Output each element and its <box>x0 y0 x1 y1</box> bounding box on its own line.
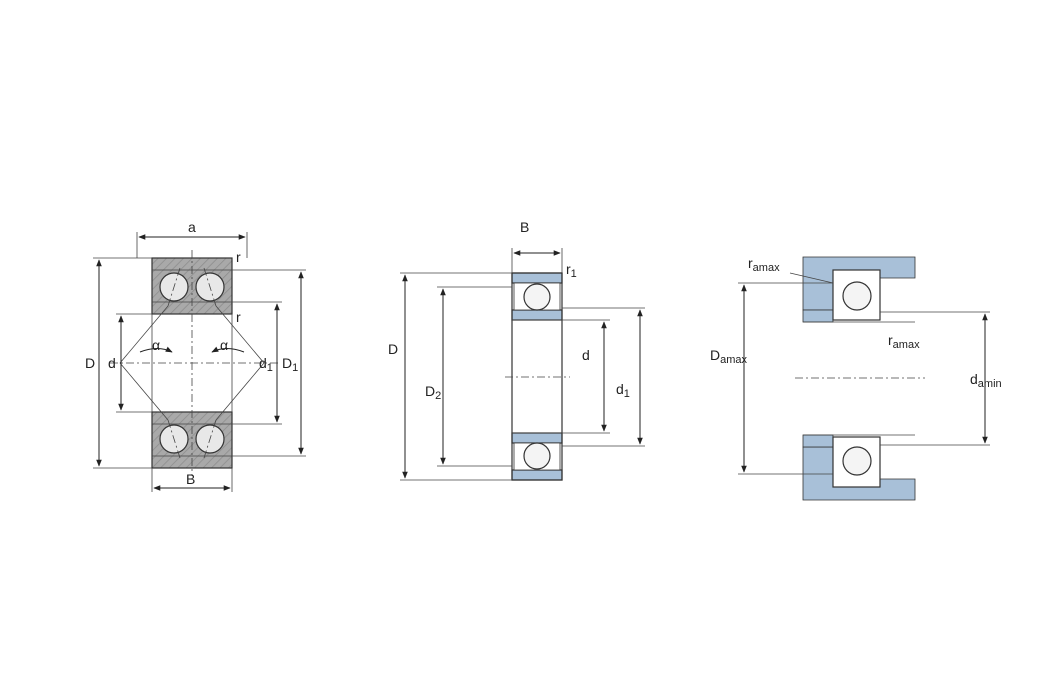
single-row-bearing-drawing: B r1 D D2 d d1 <box>388 219 645 481</box>
shaft-section-top <box>802 309 834 323</box>
label-ramax-mid: ramax <box>888 332 920 351</box>
label-alpha-left: α <box>152 337 160 353</box>
outer-ring-top-section <box>511 272 563 284</box>
label-d: d <box>108 355 116 371</box>
label-d1: d1 <box>616 381 630 400</box>
double-row-bearing-drawing: a B D d r r α α d1 D1 <box>85 219 306 492</box>
label-d1: d1 <box>259 355 273 374</box>
abutment-drawing: ramax ramax Damax damin <box>710 255 1002 501</box>
label-D1: D1 <box>282 355 298 374</box>
ball-bottom <box>842 446 872 476</box>
label-ramax-top: ramax <box>748 255 780 274</box>
inner-ring-top-section <box>511 309 563 321</box>
ball-bottom <box>523 442 551 470</box>
inner-ring-bottom-section <box>511 432 563 444</box>
label-D2: D2 <box>425 383 441 402</box>
label-d: d <box>582 347 590 363</box>
label-Damax: Damax <box>710 347 748 366</box>
label-r-mid: r <box>236 309 241 325</box>
label-r1: r1 <box>566 261 577 280</box>
shaft-section-bottom <box>802 434 834 448</box>
outer-ring-bottom-section <box>511 469 563 481</box>
label-alpha-right: α <box>220 337 228 353</box>
label-D: D <box>85 355 95 371</box>
label-D: D <box>388 341 398 357</box>
label-damin: damin <box>970 371 1002 390</box>
label-r-top: r <box>236 249 241 265</box>
label-B: B <box>520 219 529 235</box>
label-a: a <box>188 219 196 235</box>
ball-top <box>523 283 551 311</box>
ball-top <box>842 281 872 311</box>
label-B: B <box>186 471 195 487</box>
